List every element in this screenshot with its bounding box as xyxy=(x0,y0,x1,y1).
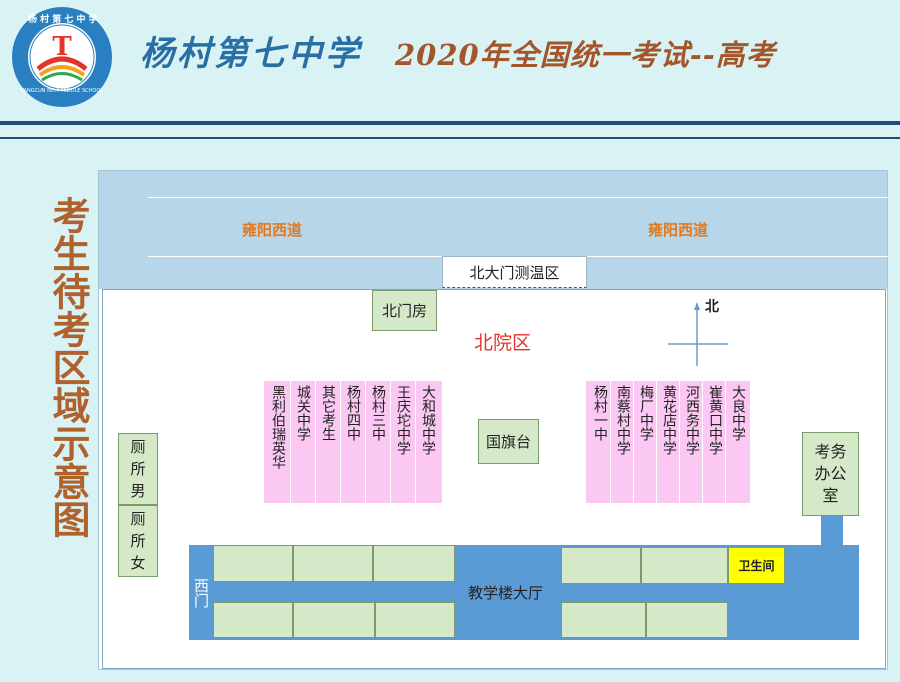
compass xyxy=(668,292,730,370)
classroom xyxy=(213,602,293,638)
header-rule-thin xyxy=(0,137,900,139)
classroom xyxy=(293,545,373,582)
classroom xyxy=(641,547,728,584)
school-zone-heiliboruiyinghua: 黑利伯瑞英华 xyxy=(270,385,286,469)
school-logo: T xyxy=(10,5,114,109)
classroom xyxy=(646,602,728,638)
classroom xyxy=(213,545,293,582)
road-label-right: 雍阳西道 xyxy=(648,221,709,239)
school-zone-hexiwu: 河西务中学 xyxy=(684,385,700,455)
zone-divider xyxy=(315,381,316,503)
school-zone-huanghuadian: 黄花店中学 xyxy=(661,385,677,455)
school-zone-yangcun3: 杨村三中 xyxy=(370,385,386,441)
road-label-left: 雍阳西道 xyxy=(242,221,303,239)
logo-ring-text: YANGCUN NO.7 MIDDLE SCHOOL xyxy=(20,88,104,94)
right-waiting-zone: 杨村一中 南蔡村中学 梅厂中学 黄花店中学 河西务中学 崔黄口中学 大良中学 xyxy=(586,381,750,503)
school-zone-yangcun1: 杨村一中 xyxy=(592,385,608,441)
classroom xyxy=(561,547,641,584)
west-gate[interactable]: 西门 xyxy=(189,545,213,640)
school-zone-other: 其它考生 xyxy=(320,385,336,441)
zone-divider xyxy=(610,381,611,503)
classroom xyxy=(293,602,375,638)
restroom: 卫生间 xyxy=(728,547,785,584)
zone-divider xyxy=(633,381,634,503)
zone-divider xyxy=(679,381,680,503)
zone-divider xyxy=(340,381,341,503)
school-zone-daihecheng: 大和城中学 xyxy=(420,385,436,455)
school-zone-chengguan: 城关中学 xyxy=(295,385,311,441)
north-gate-room: 北门房 xyxy=(372,290,437,331)
school-zone-nancaicun: 南蔡村中学 xyxy=(615,385,631,455)
zone-divider xyxy=(656,381,657,503)
north-gate-temp-area: 北大门测温区 xyxy=(442,256,587,288)
school-zone-yangcun4: 杨村四中 xyxy=(345,385,361,441)
school-zone-wangqingtuo: 王庆坨中学 xyxy=(395,385,411,455)
zone-divider xyxy=(365,381,366,503)
left-waiting-zone: 黑利伯瑞英华 城关中学 其它考生 杨村四中 杨村三中 王庆坨中学 大和城中学 xyxy=(264,381,442,503)
zone-divider xyxy=(290,381,291,503)
classroom xyxy=(561,602,646,638)
office-corridor xyxy=(821,516,843,548)
road-line-top xyxy=(148,197,888,198)
compass-north-label: 北 xyxy=(705,299,719,315)
classroom xyxy=(375,602,455,638)
classroom xyxy=(373,545,455,582)
flag-platform: 国旗台 xyxy=(478,419,539,464)
hall-label: 教学楼大厅 xyxy=(468,584,544,602)
zone-divider xyxy=(390,381,391,503)
logo-top-text: 杨 村 第 七 中 学 xyxy=(28,15,98,25)
header-rule-thick xyxy=(0,121,900,125)
side-caption: 考生待考区域示意图 xyxy=(46,196,91,538)
north-yard-label: 北院区 xyxy=(474,332,532,354)
school-title: 杨村第七中学 xyxy=(140,34,362,74)
school-zone-daliang: 大良中学 xyxy=(730,385,746,441)
zone-divider xyxy=(725,381,726,503)
school-zone-cuihuangkou: 崔黄口中学 xyxy=(707,385,723,455)
exam-title: 2020年全国统一考试--高考 xyxy=(395,38,776,72)
exam-office: 考务办公室 xyxy=(802,432,859,516)
toilet-men: 厕所男 xyxy=(118,433,158,505)
svg-text:T: T xyxy=(52,32,72,62)
zone-divider xyxy=(415,381,416,503)
school-zone-meichang: 梅厂中学 xyxy=(638,385,654,441)
zone-divider xyxy=(702,381,703,503)
toilet-women: 厕所女 xyxy=(118,505,158,577)
